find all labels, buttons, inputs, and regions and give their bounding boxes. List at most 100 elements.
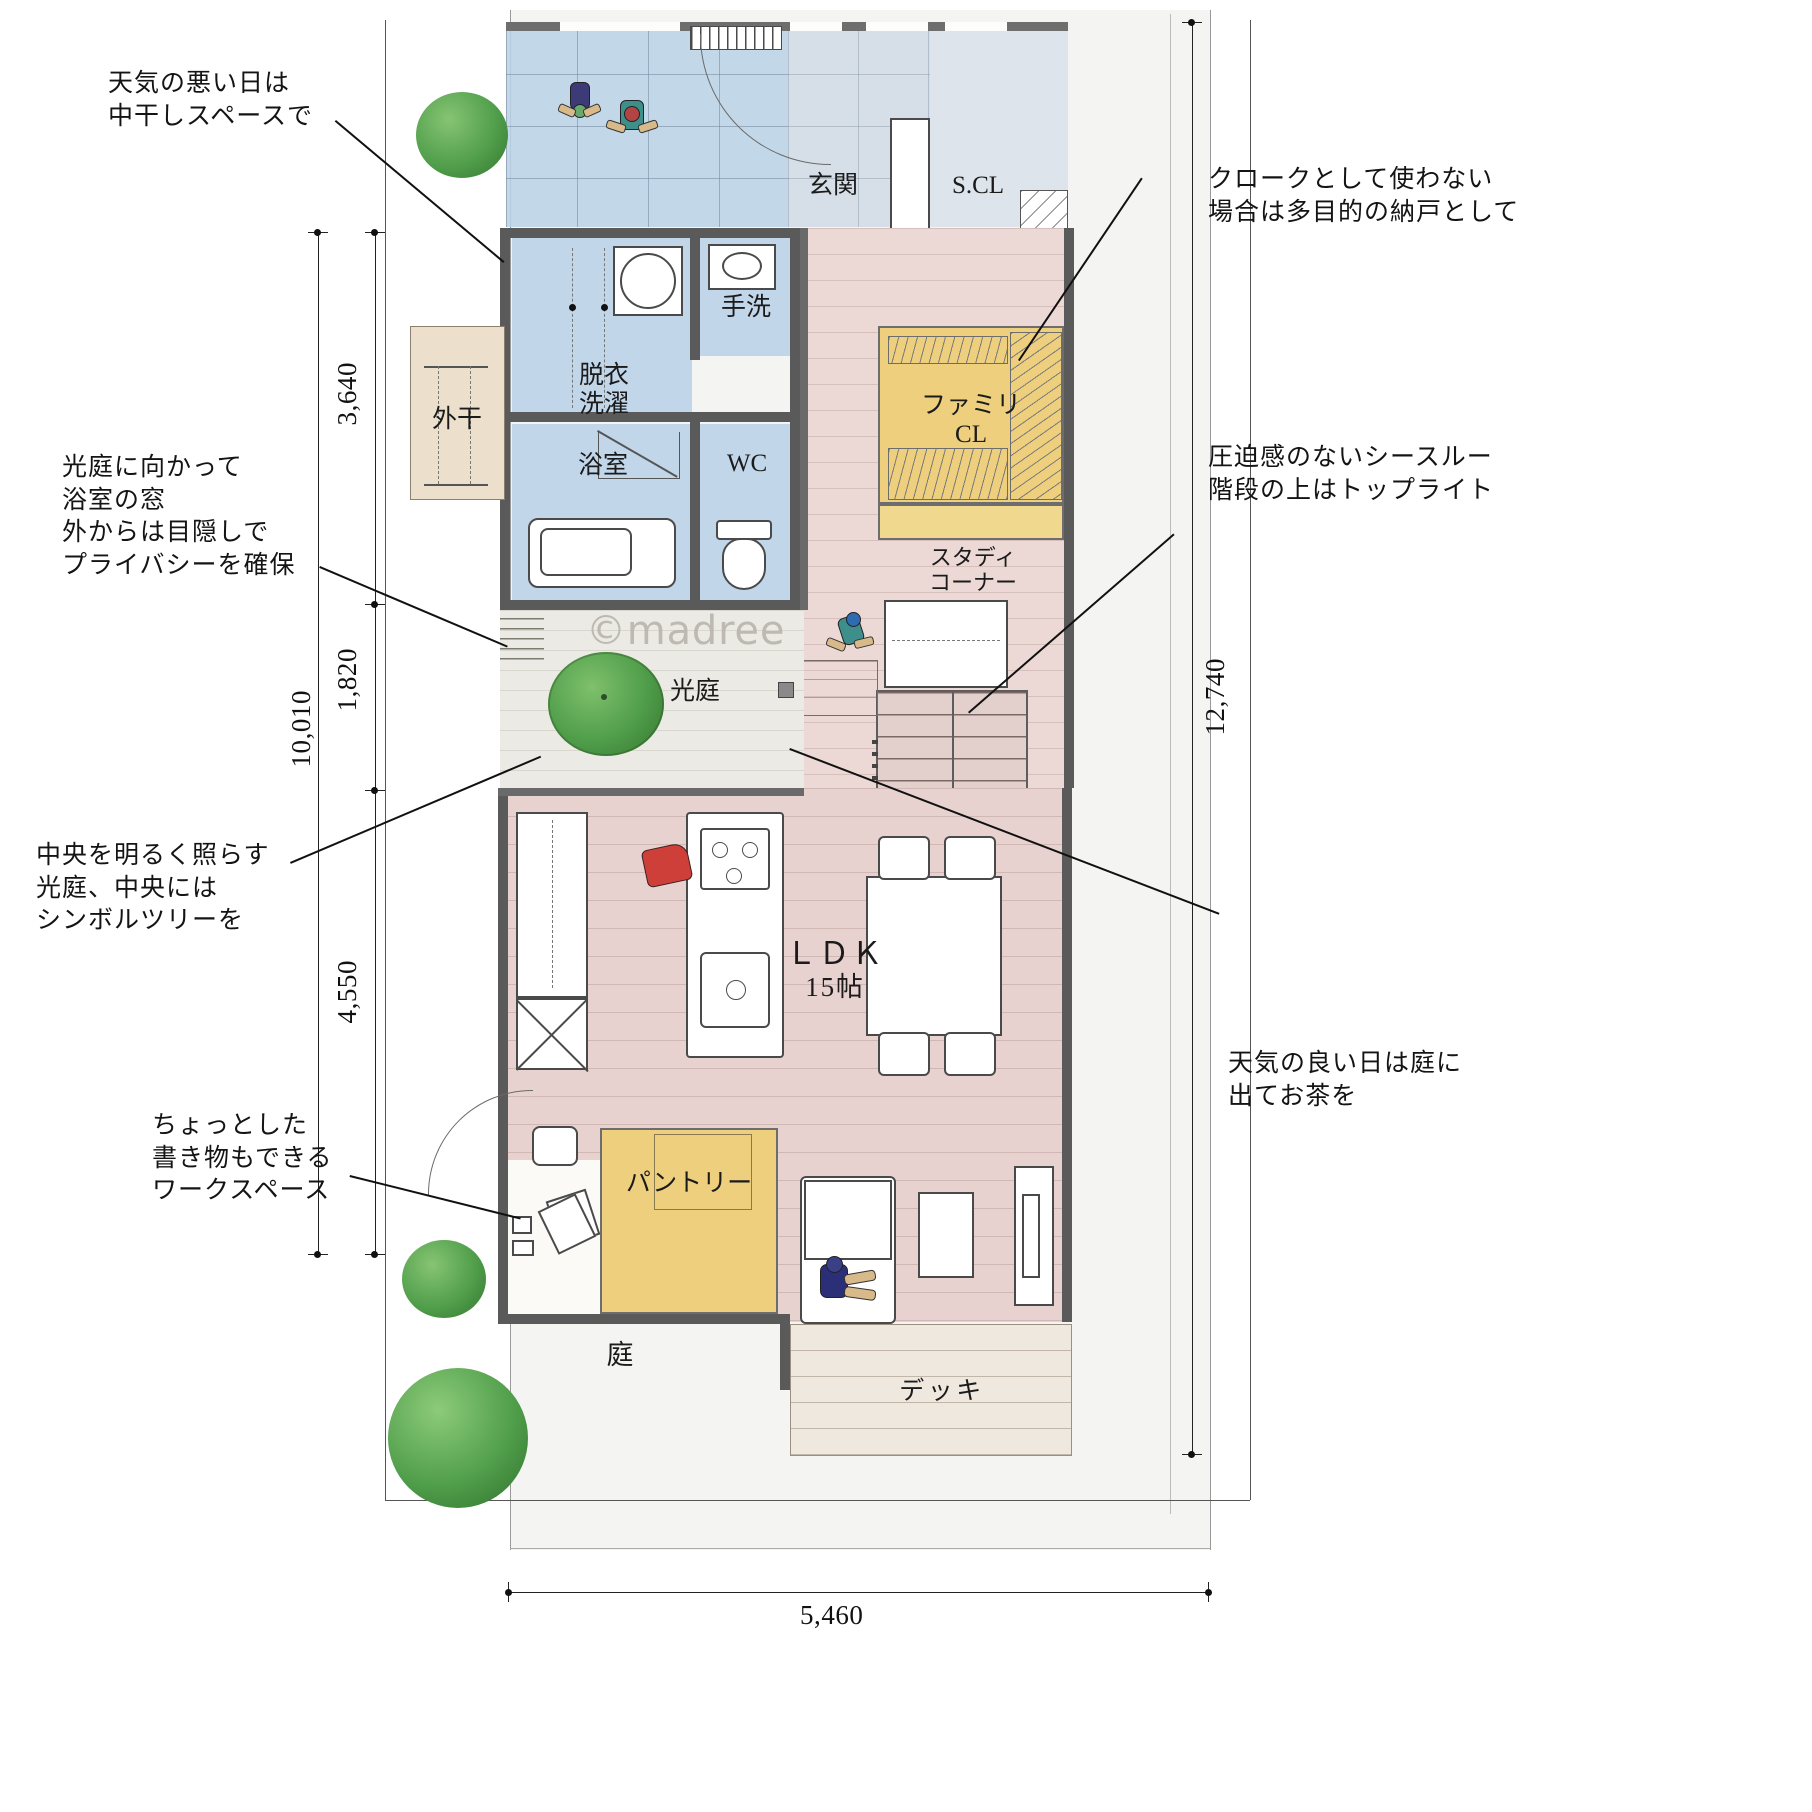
annotation-see-through-stair: 圧迫感のないシースルー 階段の上はトップライト <box>1208 444 1495 504</box>
workspace-stool <box>532 1126 578 1166</box>
dim-dot-right-bottom <box>1188 1451 1195 1458</box>
dim-dot-inner-1 <box>371 229 378 236</box>
site-line-right <box>1250 20 1251 1500</box>
workspace-door-arc <box>428 1090 533 1195</box>
room-label-datsui-line1: 脱衣 <box>578 362 629 389</box>
tree-bottom-large <box>388 1368 528 1508</box>
deck-zone <box>790 1324 1072 1456</box>
dining-chair-3 <box>878 1032 930 1076</box>
sotoboshi-bottom-rail <box>424 484 488 486</box>
wet-zone-wall-bottom <box>500 600 800 610</box>
stair-dotted-edge <box>872 740 878 818</box>
room-label-datsui-line2: 洗濯 <box>578 390 629 418</box>
room-label-yokushitsu: 浴室 <box>577 452 628 479</box>
toilet-bowl <box>722 538 766 590</box>
person-figure-4 <box>808 1256 880 1314</box>
dining-chair-1 <box>878 836 930 880</box>
room-label-wc: WC <box>726 450 768 477</box>
sotoboshi-rail <box>424 366 488 368</box>
kotei-deck-slats <box>500 618 544 666</box>
person-figure-2 <box>605 96 659 142</box>
room-label-study-line2: コーナー <box>928 570 1017 596</box>
dining-table <box>866 876 1002 1036</box>
ldk-wall-bottom <box>498 1314 790 1324</box>
tree-bottom-small <box>402 1240 486 1318</box>
hall-wall-right <box>1064 228 1074 788</box>
hall-threshold <box>800 660 878 716</box>
annotation-bath-window: 光庭に向かって 浴室の窓 外からは目隠しで プライバシーを確保 <box>62 454 296 579</box>
sotoboshi-outline <box>410 326 505 500</box>
kitchen-sink-drain <box>726 980 746 1000</box>
dim-label-5460: 5,460 <box>800 1600 864 1630</box>
datsui-rail-dot-1 <box>569 304 576 311</box>
symbol-tree-trunk <box>601 694 607 700</box>
room-label-genkan: 玄関 <box>807 172 858 199</box>
study-desk-line <box>892 640 1000 641</box>
room-label-study-corner: スタディ コーナー <box>878 545 1068 596</box>
room-label-family-cl-line1: ファミリ <box>920 392 1021 419</box>
ldk-wall-deck-left <box>780 1314 790 1390</box>
wash-basin-bowl <box>722 252 762 280</box>
dim-dot-outer-top <box>314 229 321 236</box>
family-cl-shelf-hatch <box>888 336 1008 364</box>
hall-wall-left-upper <box>800 228 808 610</box>
workspace-item <box>512 1240 534 1256</box>
room-label-deck: デッキ <box>899 1378 985 1405</box>
washing-machine-drum <box>620 253 676 309</box>
room-label-sotoboshi: 外干 <box>431 406 482 433</box>
annotation-workspace: ちょっとした 書き物もできる ワークスペース <box>152 1112 333 1204</box>
top-wall-opening-1 <box>560 22 680 31</box>
annotation-garden-tea: 天気の良い日は庭に 出てお茶を <box>1228 1050 1463 1110</box>
annotation-laundry-indoor: 天気の悪い日は 中干しスペースで <box>108 70 314 130</box>
room-label-ldk-line2: 15帖 <box>805 971 865 1002</box>
pantry-border <box>600 1128 778 1314</box>
kitchen-back-counter-div <box>552 820 553 988</box>
room-label-study-line1: スタディ <box>929 545 1017 570</box>
dining-chair-2 <box>944 836 996 880</box>
top-wall-opening-4 <box>945 22 1007 31</box>
wall-datsui-yokushitsu <box>508 412 694 422</box>
bath-shower-corner <box>598 432 680 479</box>
wall-tearai-wc <box>694 412 800 422</box>
deck-outline <box>790 1324 1072 1456</box>
sofa-back <box>804 1180 892 1260</box>
bathtub-inner <box>540 528 632 576</box>
symbol-tree-canopy <box>548 652 664 756</box>
dim-label-10010: 10,010 <box>286 690 316 768</box>
dim-dot-right-top <box>1188 19 1195 26</box>
tree-top-left <box>416 92 508 178</box>
datsui-rail-1 <box>572 248 573 408</box>
site-line-right-inner <box>1210 10 1211 1550</box>
stair-stringer <box>952 690 954 818</box>
wet-zone-wall-left <box>500 228 510 610</box>
dim-line-inner-left <box>375 232 376 1254</box>
coffee-table <box>918 1192 974 1278</box>
dim-dot-inner-2 <box>371 601 378 608</box>
room-label-kotei: 光庭 <box>669 678 720 705</box>
dim-label-4550: 4,550 <box>332 960 362 1024</box>
toilet-tank <box>716 520 772 540</box>
pantry-shelf-outline <box>654 1134 752 1210</box>
ldk-wall-right <box>1062 788 1072 1322</box>
study-desk <box>884 600 1008 688</box>
family-cl-border <box>878 326 1064 504</box>
dim-line-outer-left <box>318 232 319 1254</box>
cooktop-burner-2 <box>742 842 758 858</box>
datsui-rail-dot-2 <box>601 304 608 311</box>
sotoboshi-rail-drop-1 <box>438 366 439 484</box>
study-corner-border <box>878 504 1064 540</box>
room-label-tearai: 手洗 <box>720 294 771 321</box>
sotoboshi-rail-drop-2 <box>470 366 471 484</box>
site-line-far-right <box>1170 14 1171 1514</box>
watermark: ©madree <box>586 608 786 654</box>
room-label-ldk: ＬＤＫ 15帖 <box>770 936 900 1003</box>
dim-label-12740: 12,740 <box>1200 658 1230 736</box>
ldk-wall-left <box>498 788 508 1322</box>
person-figure-1 <box>556 82 603 126</box>
dim-dot-inner-4 <box>371 1251 378 1258</box>
leader-line-2 <box>319 566 508 648</box>
dim-dot-outer-bottom <box>314 1251 321 1258</box>
room-label-pantry: パントリー <box>625 1170 753 1197</box>
dim-label-1820: 1,820 <box>332 648 362 712</box>
